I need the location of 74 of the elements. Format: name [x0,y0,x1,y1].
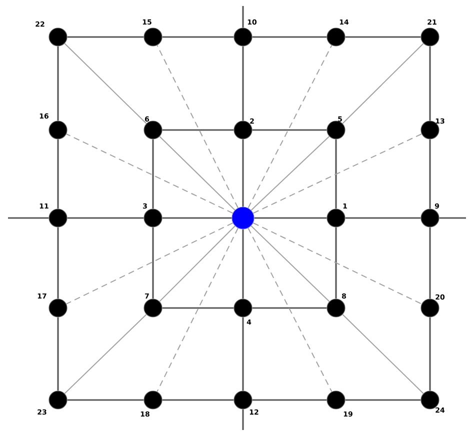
node-dot [420,298,440,318]
line [254,217,327,219]
spoke-line [342,314,424,394]
line [8,217,49,219]
line [162,399,234,401]
line [152,139,154,209]
node-dot [234,390,252,410]
node-dot [144,120,162,140]
spoke-line [64,314,147,394]
line [242,317,244,391]
line [429,139,431,209]
spoke-line [156,44,238,208]
node-dot [144,208,162,228]
line [252,129,327,131]
line [439,217,466,219]
line [67,399,144,401]
node-dot [144,28,162,46]
spoke-line [250,136,330,211]
line [57,227,59,299]
node-dot [420,28,440,46]
node-dot [326,390,346,410]
spoke-line [250,225,330,302]
line [335,139,337,209]
spoke-line [248,44,332,208]
line [252,307,327,309]
node-dot [234,298,252,318]
node-dot [48,298,68,318]
node-dot [326,28,346,46]
line [57,317,59,391]
line [242,139,244,207]
spoke-line [66,134,234,214]
line [429,317,431,391]
node-dot [234,28,252,46]
spoke-line [248,228,332,392]
node-dot [144,390,162,410]
spoke-line [66,222,234,304]
line [162,307,234,309]
spoke-line [342,43,424,124]
node-dot [48,120,68,140]
line [429,227,431,299]
line [57,139,59,209]
line [252,399,327,401]
line [57,46,59,121]
spoke-line [252,222,422,304]
spoke-line [159,225,236,302]
line [242,46,244,121]
line [242,409,244,430]
node-dot [48,208,68,228]
spoke-line [159,136,236,211]
node-dot [420,208,440,228]
spoke-line [252,133,422,214]
node-dot [48,390,68,410]
line [242,229,244,299]
hub-dot [232,206,254,230]
node-dot [326,120,346,140]
line [162,36,234,38]
line [345,36,421,38]
node-dot [144,298,162,318]
line [152,227,154,299]
line [67,36,144,38]
line [162,217,232,219]
line [252,36,327,38]
line [162,129,234,131]
node-dot [326,208,346,228]
line [345,217,421,219]
line [67,217,144,219]
line [335,227,337,299]
line [429,46,431,121]
spoke-line [156,228,238,392]
line [242,6,244,28]
node-dot [48,28,68,46]
spoke-line [64,43,147,124]
line [345,399,421,401]
node-dot [326,298,346,318]
